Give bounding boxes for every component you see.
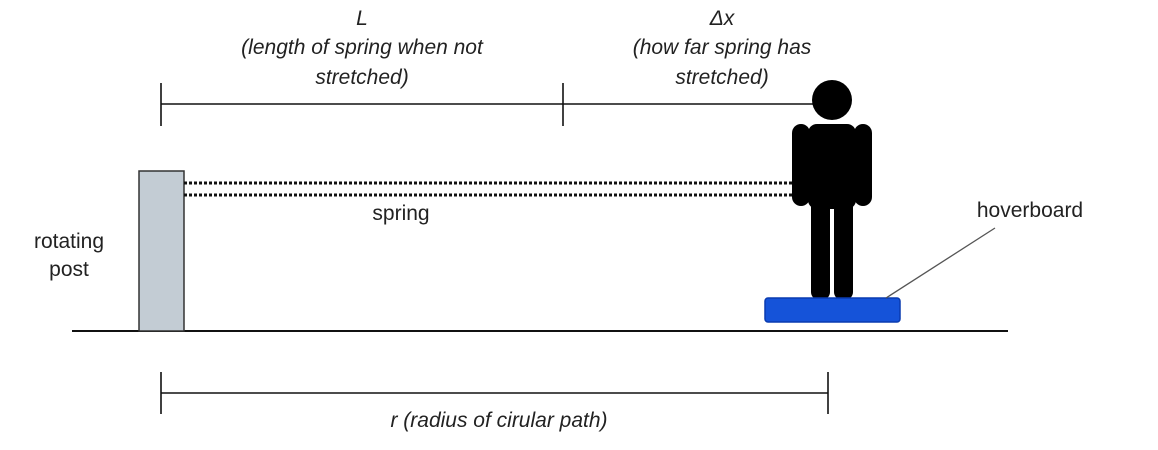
- rotating-post: [138, 170, 185, 332]
- person-figure: [792, 80, 872, 300]
- length-description-line1: (length of spring when not: [241, 36, 484, 59]
- person-left-leg: [811, 196, 830, 300]
- length-description-line2: stretched): [315, 66, 408, 89]
- stretch-description-line1: (how far spring has: [633, 36, 812, 59]
- post-label-line1: rotating: [34, 230, 104, 253]
- spring-label: spring: [372, 202, 429, 225]
- person-right-arm: [854, 124, 872, 206]
- stretch-symbol: Δx: [709, 7, 736, 30]
- post-label-line2: post: [49, 258, 89, 281]
- hoverboard: [764, 297, 901, 323]
- hoverboard-leader-line: [885, 227, 996, 299]
- length-symbol: L: [356, 7, 368, 30]
- person-torso: [808, 124, 856, 209]
- person-head: [812, 80, 852, 120]
- stretch-description-line2: stretched): [675, 66, 768, 89]
- person-right-leg: [834, 196, 853, 300]
- person-left-arm: [792, 124, 810, 206]
- radius-label: r (radius of cirular path): [390, 409, 607, 432]
- hoverboard-label: hoverboard: [977, 199, 1083, 222]
